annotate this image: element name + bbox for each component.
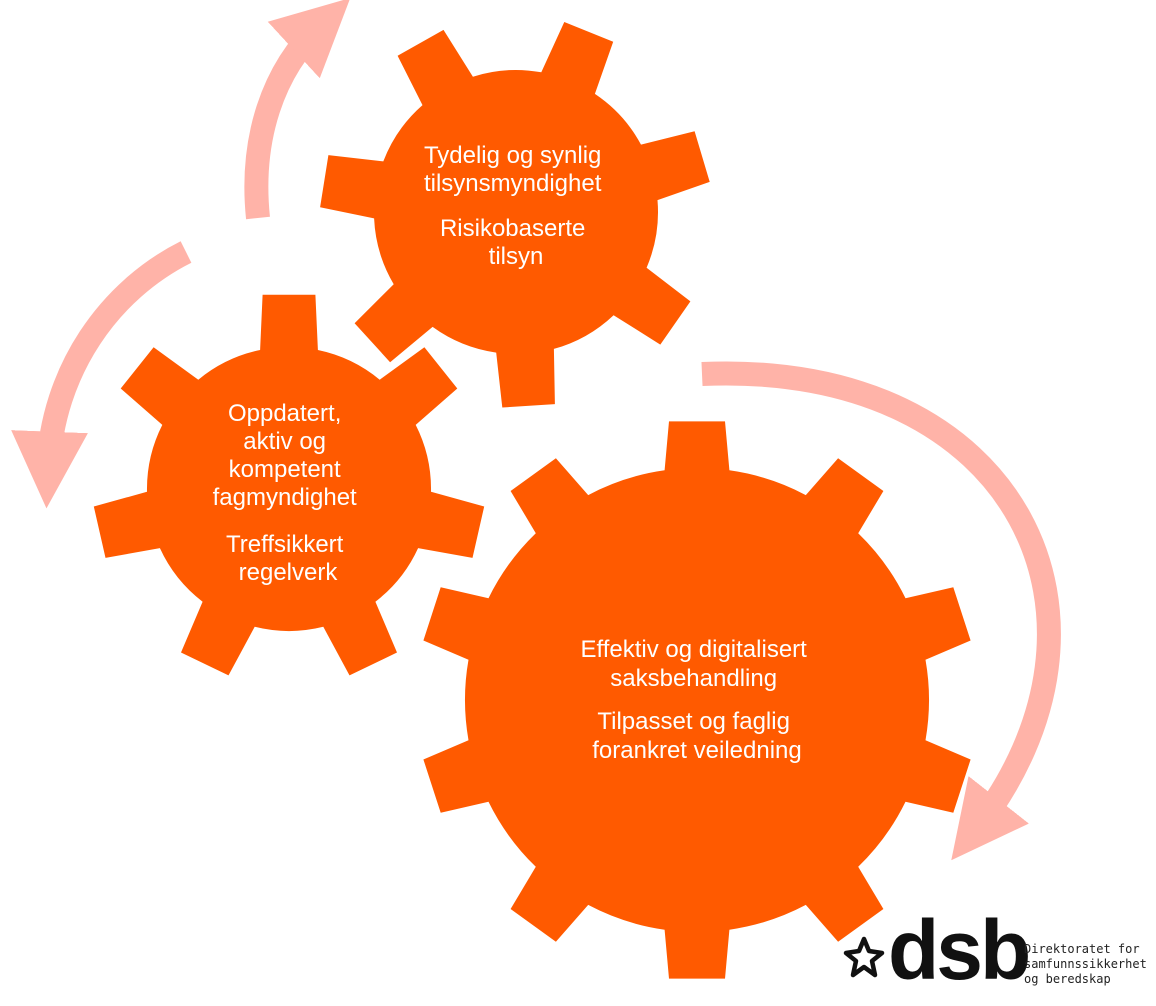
gear-big-line: forankret veiledning xyxy=(592,737,801,764)
dsb-emblem-icon xyxy=(843,936,885,978)
cycle-arrow-left xyxy=(11,241,192,509)
gear-left-line: Treffsikkert xyxy=(226,531,344,558)
dsb-subtitle-line: Direktoratet for xyxy=(1024,942,1140,956)
gear-left xyxy=(93,294,485,676)
gear-big-text: Effektiv og digitalisert saksbehandling … xyxy=(580,636,813,764)
gear-top-line: Tydelig og synlig xyxy=(424,142,601,169)
gear-top-text: Tydelig og synlig tilsynsmyndighet Risik… xyxy=(424,142,608,270)
cycle-arrow-up xyxy=(244,0,351,220)
gear-big-line: saksbehandling xyxy=(610,665,777,692)
dsb-subtitle: Direktoratet for samfunnssikkerhet og be… xyxy=(1024,942,1147,987)
dsb-subtitle-line: og beredskap xyxy=(1024,972,1111,986)
dsb-wordmark: dsb xyxy=(888,903,1031,997)
gear-top xyxy=(320,22,710,408)
gear-left-text: Oppdatert, aktiv og kompetent fagmyndigh… xyxy=(213,400,364,586)
gear-top-line: Risikobaserte xyxy=(440,215,585,242)
gear-left-line: kompetent xyxy=(229,456,341,483)
gear-left-line: regelverk xyxy=(239,559,339,586)
gear-big-line: Effektiv og digitalisert xyxy=(580,636,807,663)
gear-left-line: fagmyndighet xyxy=(213,484,357,511)
gear-big-line: Tilpasset og faglig xyxy=(597,708,790,735)
gear-left-line: Oppdatert, xyxy=(228,400,341,427)
gear-big xyxy=(423,421,971,979)
gear-top-line: tilsynsmyndighet xyxy=(424,170,602,197)
dsb-subtitle-line: samfunnssikkerhet xyxy=(1024,957,1147,971)
gear-left-line: aktiv og xyxy=(243,428,326,455)
dsb-logo: dsb Direktoratet for samfunnssikkerhet o… xyxy=(842,908,1147,1002)
gear-top-line: tilsyn xyxy=(489,243,544,270)
cycle-arrow-right xyxy=(701,361,1061,861)
